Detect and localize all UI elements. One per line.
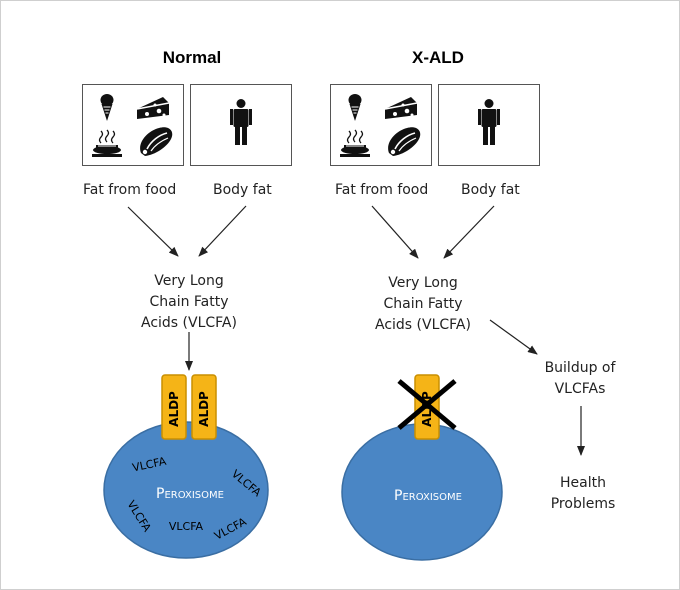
health-line-2: Problems bbox=[550, 496, 616, 512]
normal-title: Normal bbox=[162, 48, 222, 67]
xald-body-arrow bbox=[443, 205, 495, 259]
normal-body-box bbox=[190, 84, 292, 166]
xald-food-label: Fat from food bbox=[335, 182, 429, 198]
normal-body-label: Body fat bbox=[213, 182, 272, 198]
xald-body-label: Body fat bbox=[461, 182, 520, 198]
buildup-arrow bbox=[489, 319, 538, 355]
buildup-label: Buildup of VLCFAs bbox=[520, 358, 640, 400]
xald-vlcfa-line-2: Chain Fatty bbox=[383, 296, 463, 312]
normal-peroxisome-label: Peroxisome bbox=[156, 486, 224, 502]
normal-food-box bbox=[82, 84, 184, 166]
normal-vlcfa-line-1: Very Long bbox=[154, 273, 224, 289]
buildup-line-2: VLCFAs bbox=[554, 381, 606, 397]
health-problems-label: Health Problems bbox=[528, 473, 638, 515]
xald-vlcfa-label: Very Long Chain Fatty Acids (VLCFA) bbox=[358, 273, 488, 336]
normal-vlcfa-line-3: Acids (VLCFA) bbox=[141, 315, 237, 331]
normal-aldp-label-1: ALDP bbox=[167, 391, 181, 427]
normal-aldp-label-2: ALDP bbox=[197, 391, 211, 427]
normal-body-arrow bbox=[198, 205, 247, 257]
normal-food-label: Fat from food bbox=[83, 182, 177, 198]
xald-food-box bbox=[330, 84, 432, 166]
xald-peroxisome-label: Peroxisome bbox=[394, 488, 462, 504]
normal-vlcfa-line-2: Chain Fatty bbox=[149, 294, 229, 310]
normal-food-arrow bbox=[127, 206, 179, 257]
health-line-1: Health bbox=[560, 475, 606, 491]
normal-aldp-transporter-2: ALDP bbox=[191, 374, 217, 440]
xald-vlcfa-line-1: Very Long bbox=[388, 275, 458, 291]
xald-vlcfa-line-3: Acids (VLCFA) bbox=[375, 317, 471, 333]
defect-cross-icon bbox=[397, 379, 457, 430]
vlcfa-molecule: VLCFA bbox=[169, 520, 204, 533]
xald-title: X-ALD bbox=[412, 48, 464, 67]
normal-vlcfa-label: Very Long Chain Fatty Acids (VLCFA) bbox=[124, 271, 254, 334]
normal-aldp-transporter-1: ALDP bbox=[161, 374, 187, 440]
xald-food-arrow bbox=[371, 205, 419, 259]
buildup-line-1: Buildup of bbox=[544, 360, 616, 376]
xald-body-box bbox=[438, 84, 540, 166]
